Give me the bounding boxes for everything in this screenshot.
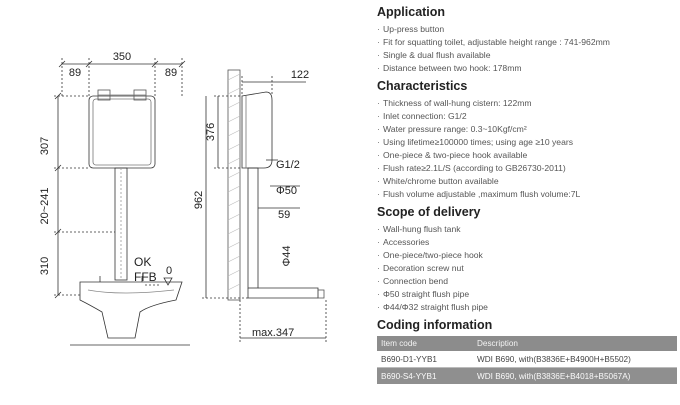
dim-350: 350 <box>113 51 131 63</box>
list-item: Wall-hung flush tank <box>377 223 677 236</box>
spec-panel: Application Up-press button Fit for squa… <box>377 4 677 384</box>
list-item: Inlet connection: G1/2 <box>377 110 677 123</box>
toilet-pan <box>79 281 183 339</box>
table-row: B690-D1-YYB1 WDI B690, with(B3836E+B4900… <box>377 351 677 368</box>
side-tank <box>241 91 273 169</box>
table-row: B690-S4-YYB1 WDI B690, with(B3836E+B4018… <box>377 367 677 384</box>
list-item: Connection bend <box>377 275 677 288</box>
header-description: Description <box>473 336 677 351</box>
label-phi50: Φ50 <box>276 185 297 197</box>
list-item: Thickness of wall-hung cistern: 122mm <box>377 97 677 110</box>
ffb-marker-icon <box>163 277 173 286</box>
technical-drawing: 89 350 89 122 307 20~241 310 376 962 Φ44… <box>39 51 327 346</box>
tank-body <box>88 95 156 169</box>
dim-122: 122 <box>291 69 309 81</box>
application-list: Up-press button Fit for squatting toilet… <box>377 23 677 75</box>
list-item: White/chrome button available <box>377 175 677 188</box>
side-bend <box>247 287 319 299</box>
dim-max347: max.347 <box>252 327 294 339</box>
list-item: Using lifetime≥100000 times; using age ≥… <box>377 136 677 149</box>
list-item: Single & dual flush available <box>377 49 677 62</box>
label-zero: 0 <box>166 265 172 277</box>
coding-title: Coding information <box>377 318 493 332</box>
label-inlet: G1/2 <box>276 159 300 171</box>
wall <box>227 69 241 301</box>
list-item: Φ44/Φ32 straight flush pipe <box>377 301 677 314</box>
characteristics-list: Thickness of wall-hung cistern: 122mm In… <box>377 97 677 201</box>
header-item-code: Item code <box>377 336 473 351</box>
cell-item-code: B690-S4-YYB1 <box>377 367 473 384</box>
characteristics-title: Characteristics <box>377 79 468 93</box>
label-ffb: FFB <box>134 270 157 284</box>
list-item: Accessories <box>377 236 677 249</box>
dim-20-241: 20~241 <box>39 187 51 224</box>
drawing-svg: 89 350 89 122 307 20~241 310 376 962 Φ44… <box>39 51 327 346</box>
list-item: Fit for squatting toilet, adjustable hei… <box>377 36 677 49</box>
cell-description: WDI B690, with(B3836E+B4018+B5067A) <box>473 367 677 384</box>
side-pipe <box>247 167 259 289</box>
label-ok: OK <box>134 255 151 269</box>
cell-item-code: B690-D1-YYB1 <box>377 351 473 368</box>
list-item: Water pressure range: 0.3~10Kgf/cm² <box>377 123 677 136</box>
list-item: Distance between two hook: 178mm <box>377 62 677 75</box>
dim-310: 310 <box>39 257 51 275</box>
list-item: Flush volume adjustable ,maximum flush v… <box>377 188 677 201</box>
dim-59: 59 <box>278 209 290 221</box>
list-item: Decoration screw nut <box>377 262 677 275</box>
list-item: Up-press button <box>377 23 677 36</box>
label-phi44: Φ44 <box>281 245 293 266</box>
list-item: Flush rate≥2.1L/S (according to GB26730-… <box>377 162 677 175</box>
dim-962: 962 <box>193 191 205 209</box>
dim-376: 376 <box>205 123 217 141</box>
list-item: One-piece/two-piece hook <box>377 249 677 262</box>
scope-list: Wall-hung flush tank Accessories One-pie… <box>377 223 677 314</box>
cell-description: WDI B690, with(B3836E+B4900H+B5502) <box>473 351 677 368</box>
dim-307: 307 <box>39 137 51 155</box>
dim-89-right: 89 <box>165 67 177 79</box>
application-title: Application <box>377 5 446 19</box>
coding-table: Item code Description B690-D1-YYB1 WDI B… <box>377 336 677 384</box>
list-item: Φ50 straight flush pipe <box>377 288 677 301</box>
dim-89-left: 89 <box>69 67 81 79</box>
list-item: One-piece & two-piece hook available <box>377 149 677 162</box>
scope-title: Scope of delivery <box>377 205 481 219</box>
table-header-row: Item code Description <box>377 336 677 351</box>
